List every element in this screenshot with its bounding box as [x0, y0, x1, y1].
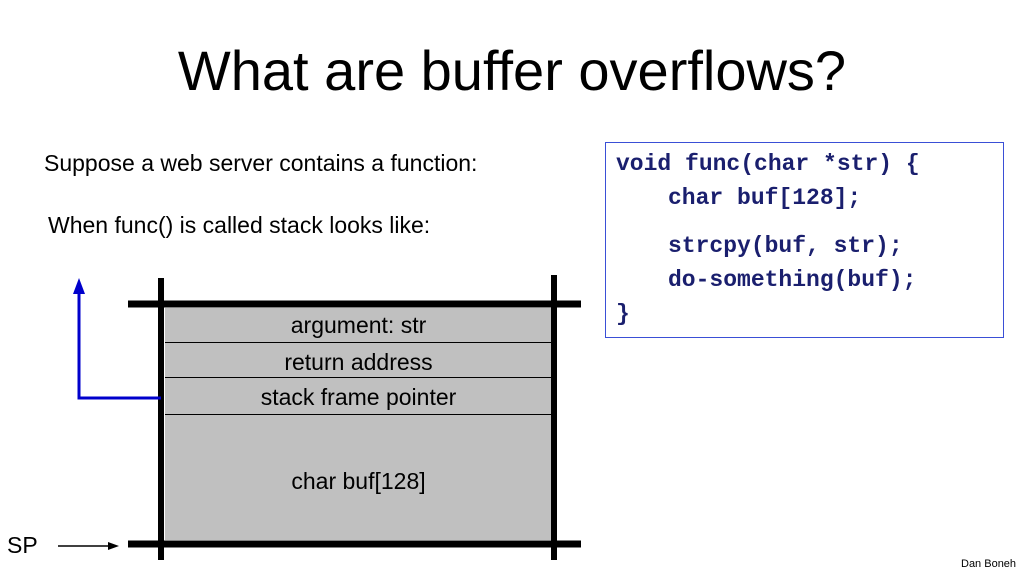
frame-pointer-arrow-head — [73, 278, 85, 294]
stack-cell-frame-pointer: stack frame pointer — [165, 378, 552, 415]
stack-cell-return-address: return address — [165, 343, 552, 378]
slide-title: What are buffer overflows? — [177, 39, 847, 102]
stack-cell-argument: argument: str — [165, 308, 552, 343]
code-line-strcpy: strcpy(buf, str); — [668, 233, 903, 259]
code-line-do-something: do-something(buf); — [668, 267, 917, 293]
intro-text: Suppose a web server contains a function… — [44, 150, 478, 176]
code-box: void func(char *str) { char buf[128]; st… — [605, 142, 1004, 338]
sp-arrow-head — [108, 542, 119, 550]
code-line-buffer-decl: char buf[128]; — [668, 185, 862, 211]
frame-pointer-arrow — [77, 292, 161, 400]
stack-cell-buffer: char buf[128] — [165, 415, 552, 540]
sp-label: SP — [7, 532, 38, 558]
code-line-signature: void func(char *str) { — [616, 151, 920, 177]
author-credit: Dan Boneh — [961, 558, 1017, 570]
code-line-close-brace: } — [616, 301, 630, 327]
stack-intro-text: When func() is called stack looks like: — [48, 212, 431, 238]
